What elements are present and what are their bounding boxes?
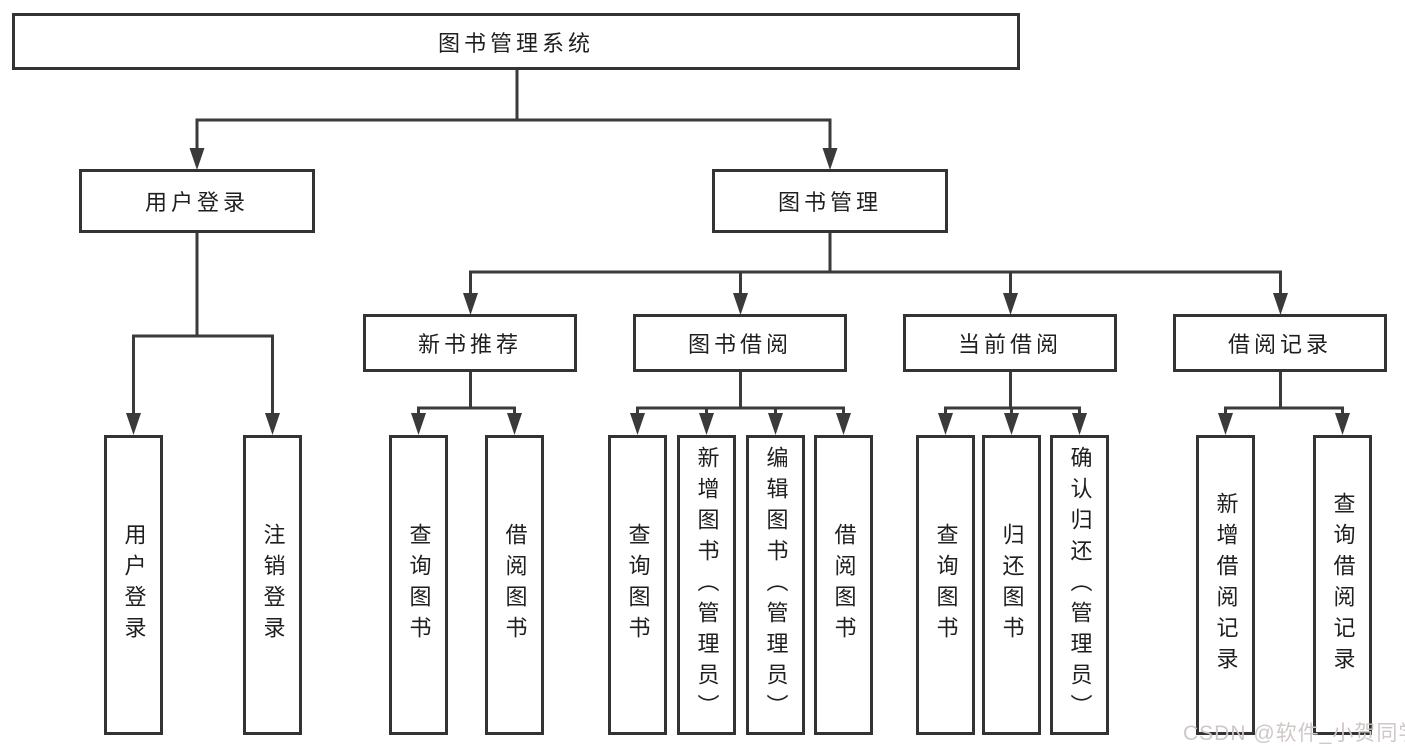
leaf-label: 新增借阅记录 — [1213, 492, 1239, 678]
node-user-login: 用户登录 — [79, 169, 315, 233]
leaf-query-borrow-record: 查询借阅记录 — [1313, 435, 1372, 735]
node-new-book-recommendation: 新书推荐 — [363, 314, 577, 372]
leaf-label: 查询借阅记录 — [1330, 492, 1356, 678]
leaf-label: 借阅图书 — [502, 523, 528, 647]
leaf-label: 归还图书 — [999, 523, 1025, 647]
node-label: 用户登录 — [144, 190, 249, 215]
arrowheads — [126, 148, 1350, 435]
leaf-borrow-books-recommend: 借阅图书 — [485, 435, 544, 735]
leaf-user-login: 用户登录 — [104, 435, 163, 735]
node-label: 当前借阅 — [957, 332, 1062, 357]
leaf-label: 查询图书 — [625, 523, 651, 647]
leaf-label: 新增图书（管理员） — [694, 445, 720, 725]
node-label: 图书借阅 — [687, 332, 792, 357]
leaf-label: 查询图书 — [933, 523, 959, 647]
leaf-query-books-current: 查询图书 — [916, 435, 975, 735]
node-label: 图书管理 — [777, 190, 882, 215]
leaf-edit-book-admin: 编辑图书（管理员） — [746, 435, 805, 735]
csdn-watermark: CSDN @软件_小贺同学 — [1183, 722, 1405, 745]
leaf-logout: 注销登录 — [243, 435, 302, 735]
leaf-label: 注销登录 — [260, 523, 286, 647]
node-book-borrowing: 图书借阅 — [633, 314, 847, 372]
node-book-management: 图书管理 — [712, 169, 948, 233]
node-label: 图书管理系统 — [437, 30, 594, 56]
leaf-add-borrow-record: 新增借阅记录 — [1196, 435, 1255, 735]
leaf-label: 借阅图书 — [831, 523, 857, 647]
node-current-borrowing: 当前借阅 — [903, 314, 1117, 372]
node-label: 借阅记录 — [1227, 332, 1332, 357]
leaf-query-books-borrowing: 查询图书 — [608, 435, 667, 735]
leaf-label: 编辑图书（管理员） — [763, 445, 789, 725]
leaf-label: 确认归还（管理员） — [1067, 445, 1093, 725]
leaf-query-books-recommend: 查询图书 — [389, 435, 448, 735]
node-root-library-management-system: 图书管理系统 — [12, 13, 1020, 70]
leaf-confirm-return-admin: 确认归还（管理员） — [1050, 435, 1109, 735]
node-borrowing-records: 借阅记录 — [1173, 314, 1387, 372]
node-label: 新书推荐 — [417, 332, 522, 357]
leaf-add-book-admin: 新增图书（管理员） — [677, 435, 736, 735]
leaf-borrow-books-borrowing: 借阅图书 — [814, 435, 873, 735]
leaf-return-books: 归还图书 — [982, 435, 1041, 735]
leaf-label: 查询图书 — [406, 523, 432, 647]
leaf-label: 用户登录 — [121, 523, 147, 647]
